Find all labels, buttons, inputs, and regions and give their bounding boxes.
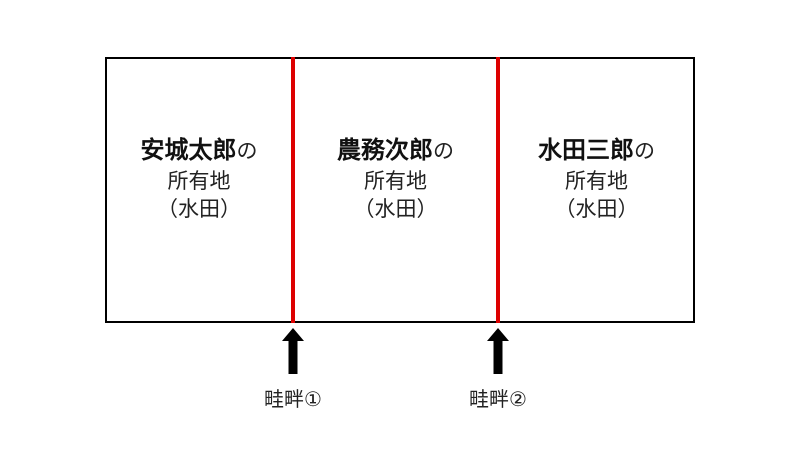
parcel-1: 安城太郎の 所有地 （水田） [107, 57, 291, 323]
parcel-3-owner-particle: の [634, 139, 655, 163]
parcel-1-owner-line: 安城太郎の [141, 137, 258, 164]
parcel-2-owner-name: 農務次郎 [337, 136, 433, 164]
parcel-2-owner-particle: の [433, 139, 454, 163]
parcel-3-line3: （水田） [554, 197, 639, 222]
ridge-caption-1: 畦畔① [264, 387, 322, 411]
up-arrow-icon-2 [487, 328, 509, 374]
parcel-2-owner-line: 農務次郎の [337, 137, 454, 164]
up-arrow-icon-1 [282, 328, 304, 374]
parcel-2: 農務次郎の 所有地 （水田） [295, 57, 496, 323]
parcel-1-line3: （水田） [157, 197, 241, 222]
parcel-2-line2: 所有地 [364, 168, 427, 193]
parcel-3: 水田三郎の 所有地 （水田） [500, 57, 693, 323]
ridge-boundary-line-2 [496, 57, 500, 323]
parcel-3-owner-line: 水田三郎の [538, 137, 655, 164]
land-boundary-box [105, 57, 695, 323]
parcel-3-line2: 所有地 [565, 168, 628, 193]
parcel-1-owner-name: 安城太郎 [140, 136, 237, 164]
ridge-boundary-line-1 [291, 57, 295, 323]
parcel-1-owner-particle: の [236, 139, 258, 163]
parcel-2-line3: （水田） [353, 197, 438, 222]
parcel-3-owner-name: 水田三郎 [538, 136, 634, 164]
ridge-caption-2: 畦畔② [469, 387, 527, 411]
parcel-1-line2: 所有地 [167, 168, 231, 193]
